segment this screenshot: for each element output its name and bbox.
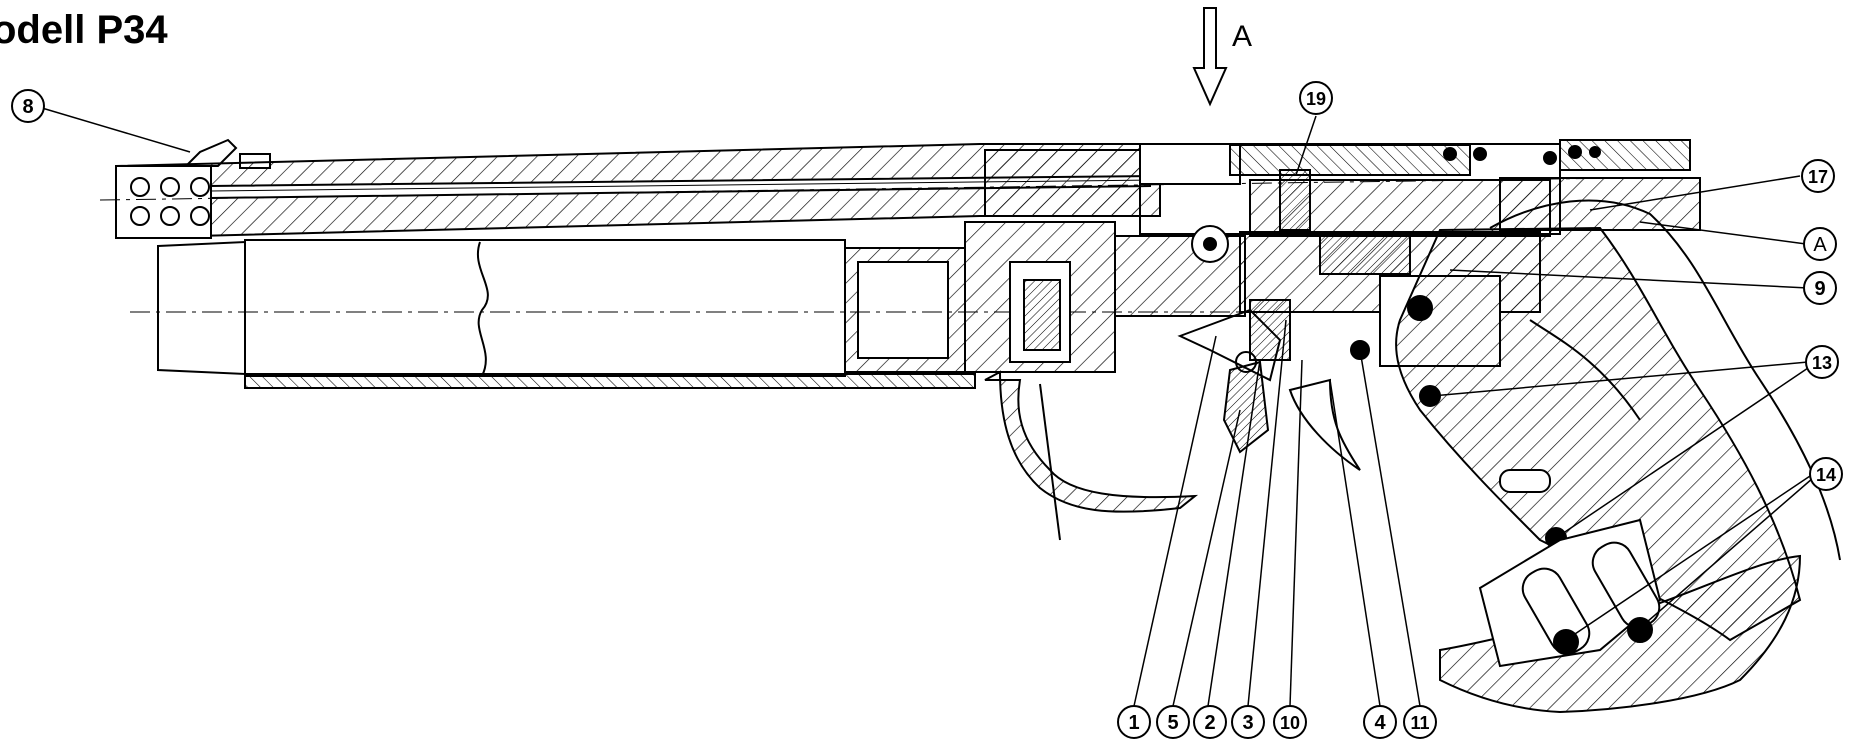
svg-text:1: 1 — [1128, 712, 1139, 734]
svg-text:8: 8 — [22, 96, 33, 118]
callout-1: 1 — [1117, 705, 1151, 739]
svg-text:10: 10 — [1280, 713, 1300, 733]
spring-19 — [1279, 169, 1311, 231]
callout-4: 4 — [1363, 705, 1397, 739]
callout-10: 10 — [1273, 705, 1307, 739]
callout-5: 5 — [1156, 705, 1190, 739]
trigger-blade — [1288, 378, 1361, 471]
palm-rest — [1439, 518, 1802, 714]
callout-17: 17 — [1801, 159, 1835, 193]
svg-text:17: 17 — [1808, 167, 1828, 187]
callout-13: 13 — [1805, 345, 1839, 379]
drawing-title: odell P34 — [0, 8, 168, 52]
svg-text:9: 9 — [1814, 278, 1825, 300]
trigger-guard — [984, 370, 1199, 541]
callout-9: 9 — [1803, 271, 1837, 305]
barrel — [99, 143, 1621, 240]
callout-11: 11 — [1403, 705, 1437, 739]
callout-3: 3 — [1231, 705, 1265, 739]
svg-text:3: 3 — [1242, 712, 1253, 734]
view-arrow — [1192, 7, 1228, 107]
svg-text:4: 4 — [1374, 712, 1386, 734]
svg-text:14: 14 — [1816, 465, 1836, 485]
svg-text:19: 19 — [1306, 89, 1326, 109]
callout-8: 8 — [11, 89, 45, 123]
front-sight — [183, 138, 271, 169]
callout-19: 19 — [1299, 81, 1333, 115]
svg-text:2: 2 — [1204, 712, 1215, 734]
valve-block — [964, 221, 1246, 373]
svg-text:A: A — [1813, 234, 1827, 256]
svg-text:13: 13 — [1812, 353, 1832, 373]
leader-lines — [41, 107, 1814, 707]
callout-14: 14 — [1809, 457, 1843, 491]
svg-text:11: 11 — [1410, 713, 1429, 733]
svg-text:5: 5 — [1167, 712, 1178, 734]
air-cylinder — [130, 239, 1310, 389]
callout-2: 2 — [1193, 705, 1227, 739]
view-arrow-label: A — [1232, 20, 1252, 53]
callout-A: A — [1803, 227, 1837, 261]
